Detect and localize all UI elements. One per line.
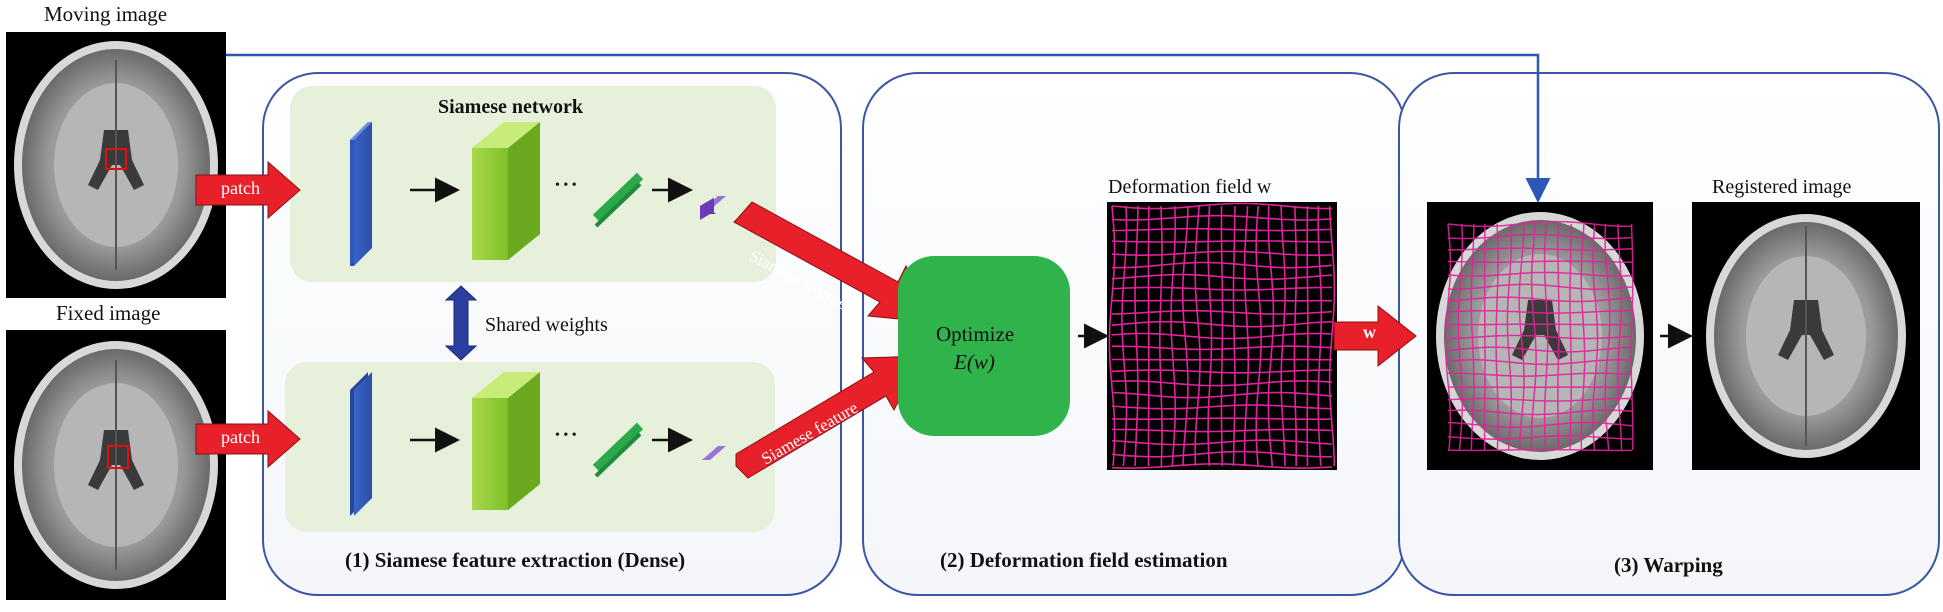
grid-line-horizontal	[1447, 220, 1632, 228]
grid-line-horizontal	[1447, 397, 1633, 402]
grid-line-horizontal	[1111, 439, 1333, 446]
grid-line-horizontal	[1447, 309, 1632, 314]
grid-line-vertical	[1569, 224, 1573, 451]
grid-line-vertical	[1328, 205, 1336, 467]
grid-line-horizontal	[1111, 202, 1332, 210]
fixed-image-label: Fixed image	[56, 301, 161, 325]
registered-image	[1692, 202, 1920, 470]
grid-line-vertical	[1194, 205, 1201, 467]
grid-line-horizontal	[1447, 334, 1633, 340]
grid-line-horizontal	[1447, 359, 1633, 366]
optimize-box	[898, 256, 1070, 436]
patch-arrow-bottom	[195, 409, 301, 469]
grid-line-horizontal	[1447, 448, 1632, 452]
grid-line-horizontal	[1111, 214, 1333, 221]
grid-line-horizontal	[1111, 261, 1333, 269]
moving-to-warp-connector	[226, 53, 1551, 203]
grid-line-horizontal	[1447, 247, 1633, 251]
grid-line-horizontal	[1447, 409, 1633, 416]
grid-line-horizontal	[1447, 346, 1633, 353]
grid-line-vertical	[1243, 205, 1250, 467]
fixed-image	[6, 330, 226, 600]
patch-label-bottom: patch	[221, 427, 260, 447]
registered-image-label: Registered image	[1712, 176, 1852, 198]
grid-line-vertical	[1170, 205, 1176, 467]
grid-line-horizontal	[1111, 320, 1333, 328]
optimize-label: Optimize	[936, 322, 1015, 346]
grid-line-vertical	[1293, 205, 1297, 467]
grid-line-horizontal	[1111, 369, 1332, 374]
grid-line-horizontal	[1111, 391, 1333, 399]
grid-line-horizontal	[1111, 463, 1333, 469]
grid-line-horizontal	[1447, 271, 1633, 277]
grid-line-horizontal	[1447, 421, 1633, 428]
grid-line-vertical	[1280, 205, 1286, 467]
grid-line-vertical	[1159, 205, 1163, 467]
grid-line-horizontal	[1111, 250, 1333, 256]
grid-line-vertical	[1232, 205, 1236, 467]
grid-line-horizontal	[1447, 283, 1633, 290]
patch-arrow-top	[195, 160, 301, 220]
grid-line-horizontal	[1448, 372, 1633, 377]
grid-line-horizontal	[1447, 233, 1633, 240]
grid-line-horizontal	[1112, 299, 1332, 302]
grid-line-horizontal	[1112, 417, 1333, 420]
patch-label-top: patch	[221, 178, 260, 198]
w-arrow	[1333, 304, 1417, 368]
energy-label: E(w)	[954, 350, 995, 374]
ellipsis-top: • • •	[555, 178, 577, 193]
grid-line-horizontal	[1111, 309, 1333, 315]
grid-line-vertical	[1207, 205, 1213, 467]
grid-line-horizontal	[1111, 227, 1333, 232]
grid-line-horizontal	[1111, 332, 1333, 340]
grid-line-horizontal	[1111, 240, 1332, 243]
top-branch-layers	[350, 122, 726, 266]
grid-line-vertical	[1255, 205, 1263, 467]
ellipsis-bottom: • • •	[555, 428, 577, 443]
grid-line-horizontal	[1448, 323, 1633, 326]
moving-image	[6, 32, 226, 298]
shared-weights-label: Shared weights	[485, 314, 608, 336]
stage1-caption: (1) Siamese feature extraction (Dense)	[345, 548, 686, 572]
w-arrow-label: w	[1363, 322, 1376, 342]
grid-line-horizontal	[1447, 434, 1633, 440]
grid-line-vertical	[1317, 205, 1323, 467]
grid-line-horizontal	[1447, 296, 1633, 303]
siamese-network-title: Siamese network	[438, 96, 583, 118]
bottom-branch-layers	[350, 372, 726, 516]
deformation-field-grid	[1107, 202, 1337, 470]
shared-weights-arrow	[444, 285, 478, 361]
moving-image-label: Moving image	[44, 2, 168, 26]
grid-line-horizontal	[1112, 428, 1333, 433]
grid-line-vertical	[1108, 205, 1116, 467]
grid-line-vertical	[1306, 205, 1309, 467]
stage2-caption: (2) Deformation field estimation	[940, 548, 1228, 572]
grid-line-vertical	[1121, 205, 1128, 467]
grid-line-horizontal	[1111, 286, 1332, 291]
grid-line-vertical	[1134, 206, 1139, 467]
stage3-caption: (3) Warping	[1614, 553, 1723, 577]
deformation-field-label: Deformation field w	[1108, 176, 1272, 198]
grid-line-vertical	[1220, 205, 1224, 467]
warped-image	[1427, 202, 1653, 470]
grid-line-horizontal	[1111, 380, 1333, 387]
grid-line-horizontal	[1111, 345, 1333, 351]
grid-line-horizontal	[1111, 404, 1333, 410]
grid-line-horizontal	[1447, 260, 1633, 263]
grid-line-horizontal	[1111, 273, 1333, 280]
grid-line-horizontal	[1111, 450, 1333, 458]
